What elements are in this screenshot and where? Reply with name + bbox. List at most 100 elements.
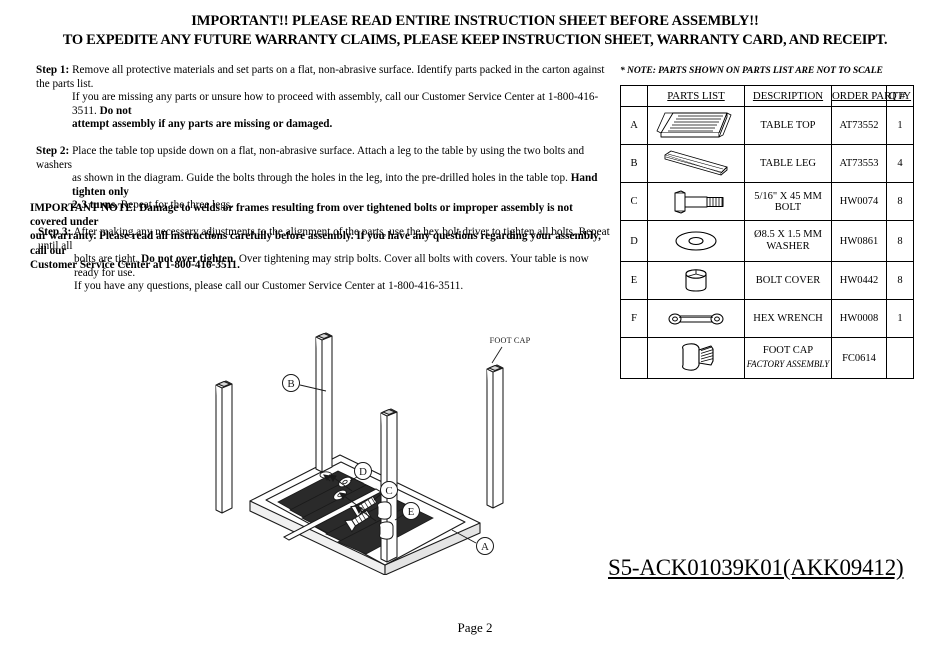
header-qty: QTY [886,85,914,107]
important-note-line-2: our warranty. Please read all instructio… [30,230,601,257]
table-leg-right [486,364,504,509]
row-qty [886,337,914,379]
important-note-line-3: Customer Service Center at 1-800-416-351… [30,258,240,271]
page-number: Page 2 [457,620,493,635]
leg-mount-point [319,471,333,479]
callout-b: B [282,374,327,392]
step-3: Step 3: After making any necessary adjus… [38,226,610,294]
table-leg-rear-left [215,380,233,514]
step-2-label: Step 2: [36,144,70,157]
row-order-part: AT73552 [831,106,887,145]
header-line-1: IMPORTANT!! PLEASE READ ENTIRE INSTRUCTI… [191,13,759,29]
step-3-text-3: If you have any questions, please call o… [74,280,464,293]
step-3-line-2: bolts are tight. Do not over tighten. Ov… [38,253,610,280]
row-description-line2: FACTORY ASSEMBLY [746,358,830,369]
page-footer: Page 2 [0,620,950,636]
parts-table-header-row: PARTS LIST DESCRIPTION ORDER PART # QTY [620,85,914,107]
callout-a-label: A [481,541,489,553]
assembly-diagram: FOOT CAP B D C E A [180,325,530,576]
row-description: TABLE LEG [744,144,832,183]
table-leg-back [315,332,333,473]
row-letter: C [620,182,648,221]
row-letter: F [620,299,648,338]
row-description: BOLT COVER [744,261,832,300]
step-2-bold-2: 2-3 turns. [72,199,118,212]
step-3-line-3: If you have any questions, please call o… [38,280,610,294]
step-1-bold-2: attempt assembly if any parts are missin… [72,118,333,131]
bolt-cover-icon [647,261,745,300]
row-letter [620,337,648,379]
step-2-text-1: Place the table top upside down on a fla… [36,144,585,171]
callout-b-label: B [287,378,294,390]
step-1: Step 1: Remove all protective materials … [36,64,610,132]
row-order-part: HW0008 [831,299,887,338]
row-order-part: HW0442 [831,261,887,300]
step-1-bold-1: Do not [99,104,132,117]
header-letter [620,85,648,107]
step-3-text-1: After making any necessary adjustments t… [38,225,610,252]
step-2-text-2: as shown in the diagram. Guide the bolts… [72,172,568,185]
step-1-text-1: Remove all protective materials and set … [36,64,605,90]
row-description: FOOT CAP FACTORY ASSEMBLY [744,337,832,379]
step-2-bold-1: Hand tighten only [72,172,598,198]
row-description-line2: WASHER [766,241,810,252]
row-letter: D [620,220,648,262]
row-order-part: FC0614 [831,337,887,379]
header-line-2: TO EXPEDITE ANY FUTURE WARRANTY CLAIMS, … [62,32,888,48]
table-row: F HEX WRENCH HW0008 1 [620,299,914,338]
step-1-label: Step 1: [36,64,70,76]
row-description-line1: FOOT CAP [762,345,814,356]
step-2-line-2: as shown in the diagram. Guide the bolts… [36,172,610,199]
parts-not-to-scale-note: * NOTE: PARTS SHOWN ON PARTS LIST ARE NO… [620,65,883,76]
row-qty: 1 [886,299,914,338]
row-order-part: HW0074 [831,182,887,221]
step-3-bold-1: Do not over tighten [141,253,234,266]
row-order-part: AT73553 [831,144,887,183]
hex-wrench-icon [647,299,745,338]
step-3-label: Step 3: [38,225,72,238]
row-description: HEX WRENCH [744,299,832,338]
step-2-line-3: 2-3 turns. Repeat for the three legs. [36,199,610,213]
assembly-steps: Step 1: Remove all protective materials … [30,64,610,305]
step-2: Step 2: Place the table top upside down … [36,145,610,213]
table-row: B TABLE LEG AT73553 4 [620,144,914,183]
row-order-part: HW0861 [831,220,887,262]
table-row: FOOT CAP FACTORY ASSEMBLY FC0614 [620,337,914,379]
step-1-line-1: Step 1: Remove all protective materials … [36,64,610,91]
washer-icon [647,220,745,262]
important-note: IMPORTANT NOTE: Damage to welds or frame… [30,201,610,272]
table-row: D Ø8.5 X 1.5 MM WASHER HW0861 8 [620,220,914,262]
step-2-text-3: Repeat for the three legs. [120,199,233,212]
row-qty: 4 [886,144,914,183]
table-row: C [620,182,914,221]
table-leg-icon [647,144,745,183]
table-row: E BOLT COVER HW0442 8 [620,261,914,300]
row-letter: A [620,106,648,145]
table-row: A [620,106,914,145]
hardware-exploded-view [333,476,394,540]
row-letter: E [620,261,648,300]
step-3-line-1: Step 3: After making any necessary adjus… [38,226,610,253]
step-3-text-2a: bolts are tight. [74,253,139,266]
step-2-line-1: Step 2: Place the table top upside down … [36,145,610,172]
row-description-line1: Ø8.5 X 1.5 MM [754,228,822,240]
callout-e-label: E [408,506,415,518]
callout-c-label: C [385,485,392,497]
row-qty: 1 [886,106,914,145]
foot-cap-icon [647,337,745,379]
header-parts-list: PARTS LIST [647,85,745,107]
row-description: Ø8.5 X 1.5 MM WASHER [744,220,832,262]
callout-d: D [349,462,372,482]
header-order-part: ORDER PART # [831,85,905,107]
callout-foot-cap [491,346,503,364]
row-qty: 8 [886,261,914,300]
row-letter: B [620,144,648,183]
callout-foot-cap-label: FOOT CAP [490,336,530,345]
table-top-icon [647,106,745,145]
callout-d-label: D [359,466,367,478]
step-1-line-3: attempt assembly if any parts are missin… [36,118,610,132]
step-3-text-2b: . Over tightening may strip bolts. Cover… [74,253,589,279]
callout-a: A [451,529,494,555]
document-header: IMPORTANT!! PLEASE READ ENTIRE INSTRUCTI… [0,12,950,50]
important-note-line-1: IMPORTANT NOTE: Damage to welds or frame… [30,202,573,229]
